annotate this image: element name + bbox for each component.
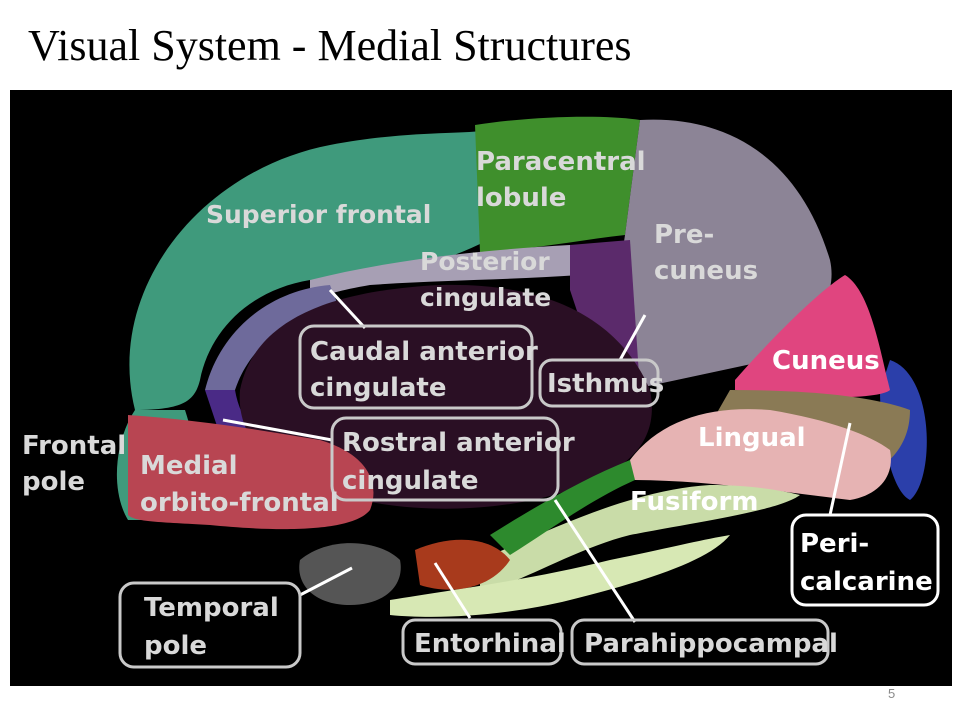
- callout-boxes: [118, 324, 830, 669]
- label-cuneus: Cuneus: [772, 346, 880, 376]
- label-temporal-pole-line1: Temporal: [144, 593, 279, 623]
- leader-line-pericalcarine: [828, 422, 852, 516]
- label-paracentral-line2: lobule: [476, 183, 566, 213]
- label-superior-frontal: Superior frontal: [206, 200, 431, 229]
- label-caudal-anterior-cingulate-line1: Caudal anterior: [310, 337, 538, 367]
- label-pericalcarine-line1: Peri-: [800, 529, 869, 559]
- label-precuneus-line1: Pre-: [654, 220, 714, 250]
- label-rostral-anterior-cingulate-line1: Rostral anterior: [342, 428, 575, 458]
- leader-line-temporal-pole: [299, 566, 353, 597]
- label-frontal-pole-line2: pole: [22, 467, 85, 497]
- region-posterior-cingulate: [310, 245, 580, 300]
- region-parahippocampal: [490, 460, 635, 555]
- label-posterior-cingulate-line1: Posterior: [420, 247, 550, 276]
- region-superior-frontal: [129, 130, 488, 410]
- leader-line-rostral-anterior-cingulate: [222, 418, 333, 442]
- region-precuneus: [590, 119, 832, 391]
- callout-box-rostral-anterior-cingulate: [330, 416, 560, 502]
- label-parahippocampal: Parahippocampal: [584, 629, 838, 659]
- slide-title: Visual System - Medial Structures: [28, 21, 632, 70]
- region-fusiform: [480, 485, 800, 590]
- label-paracentral-line1: Paracentral: [476, 147, 646, 177]
- region-medial-orbitofrontal: [128, 415, 374, 530]
- label-lingual: Lingual: [698, 423, 806, 453]
- label-frontal-pole-line1: Frontal: [22, 431, 126, 461]
- callout-box-isthmus: [538, 358, 660, 408]
- leader-line-parahippocampal: [553, 499, 637, 623]
- region-paracentral: [475, 116, 640, 252]
- callout-box-entorhinal: [401, 618, 563, 666]
- leader-line-isthmus: [618, 314, 647, 361]
- brain-medial-surface-figure: Paracentral lobule Superior frontal Pre-…: [10, 90, 952, 686]
- label-medial-orbitofrontal-line1: Medial: [140, 451, 238, 481]
- label-rostral-anterior-cingulate-line2: cingulate: [342, 466, 478, 496]
- label-isthmus: Isthmus: [547, 369, 664, 399]
- region-cuneus: [735, 275, 890, 398]
- label-temporal-pole-line2: pole: [144, 631, 207, 661]
- region-entorhinal: [415, 539, 510, 590]
- label-fusiform: Fusiform: [630, 487, 758, 517]
- region-lingual: [630, 409, 891, 500]
- region-temporal-pole: [299, 543, 401, 605]
- leader-line-caudal-anterior-cingulate: [328, 288, 367, 330]
- label-posterior-cingulate-line2: cingulate: [420, 283, 551, 312]
- label-caudal-anterior-cingulate-line2: cingulate: [310, 373, 446, 403]
- leader-line-entorhinal: [433, 562, 472, 619]
- page-number: 5: [888, 686, 896, 701]
- callout-box-pericalcarine: [790, 513, 940, 607]
- label-precuneus-line2: cuneus: [654, 256, 758, 286]
- callout-box-temporal-pole: [118, 581, 302, 669]
- label-entorhinal: Entorhinal: [414, 629, 566, 659]
- callout-box-caudal-anterior-cingulate: [298, 324, 534, 410]
- region-inferior-temporal: [390, 535, 730, 617]
- brain-diagram: Paracentral lobule Superior frontal Pre-…: [10, 90, 952, 686]
- leader-lines: [222, 288, 852, 623]
- callout-box-parahippocampal: [570, 618, 830, 666]
- label-pericalcarine-line2: calcarine: [800, 567, 933, 597]
- region-rostral-anterior-cingulate: [205, 390, 300, 470]
- label-medial-orbitofrontal-line2: orbito-frontal: [140, 488, 339, 518]
- region-caudal-anterior-cingulate: [205, 285, 340, 390]
